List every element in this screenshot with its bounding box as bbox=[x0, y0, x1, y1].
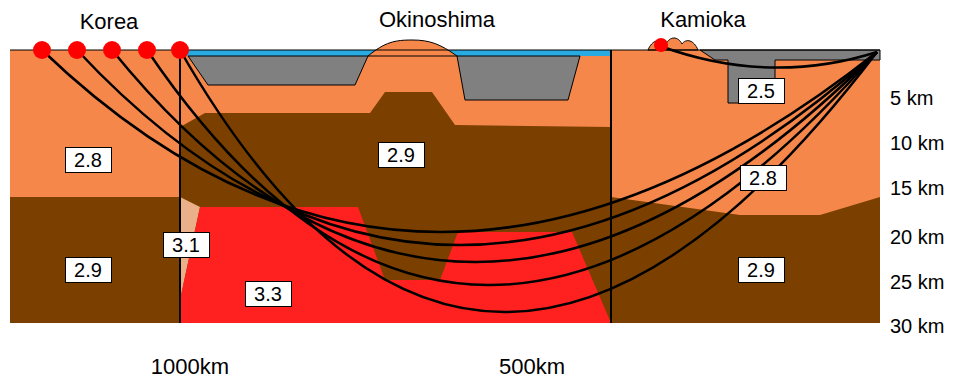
depth-label: 20 km bbox=[890, 227, 944, 247]
depth-label: 25 km bbox=[890, 272, 944, 292]
density-value: 2.8 bbox=[74, 150, 102, 170]
boundary-line bbox=[610, 50, 612, 323]
station-dots bbox=[33, 38, 668, 59]
density-box: 3.3 bbox=[245, 281, 292, 307]
density-box: 2.9 bbox=[65, 257, 112, 283]
place-name: Okinoshima bbox=[379, 9, 495, 31]
sediment bbox=[188, 56, 368, 85]
density-value: 2.5 bbox=[747, 81, 775, 101]
density-value: 3.1 bbox=[172, 235, 200, 255]
upper-crust bbox=[10, 50, 880, 323]
density-box: 2.5 bbox=[738, 78, 785, 104]
place-name: Kamioka bbox=[660, 9, 746, 31]
depth-label: 30 km bbox=[890, 316, 944, 336]
depth-label: 15 km bbox=[890, 178, 944, 198]
density-box: 2.8 bbox=[65, 147, 112, 173]
central-crust bbox=[180, 92, 611, 323]
density-box: 2.8 bbox=[740, 165, 787, 191]
density-value: 2.9 bbox=[747, 260, 775, 280]
density-value: 2.9 bbox=[387, 145, 415, 165]
density-value: 3.3 bbox=[254, 284, 282, 304]
density-value: 2.8 bbox=[749, 168, 777, 188]
depth-label: 10 km bbox=[890, 133, 944, 153]
place-name: Korea bbox=[80, 11, 139, 33]
density-box: 2.9 bbox=[738, 257, 785, 283]
density-box: 2.9 bbox=[378, 142, 425, 168]
lower-crust bbox=[10, 197, 180, 323]
boundary-line bbox=[179, 50, 181, 323]
island bbox=[368, 40, 457, 56]
density-value: 2.9 bbox=[74, 260, 102, 280]
sediment bbox=[457, 56, 580, 100]
ray-paths bbox=[42, 46, 877, 312]
distance-label: 1000km bbox=[151, 356, 229, 378]
distance-label: 500km bbox=[499, 356, 565, 378]
depth-label: 5 km bbox=[890, 88, 933, 108]
density-box: 3.1 bbox=[163, 232, 210, 258]
mantle-layer bbox=[180, 207, 611, 323]
lower-crust bbox=[611, 197, 880, 323]
